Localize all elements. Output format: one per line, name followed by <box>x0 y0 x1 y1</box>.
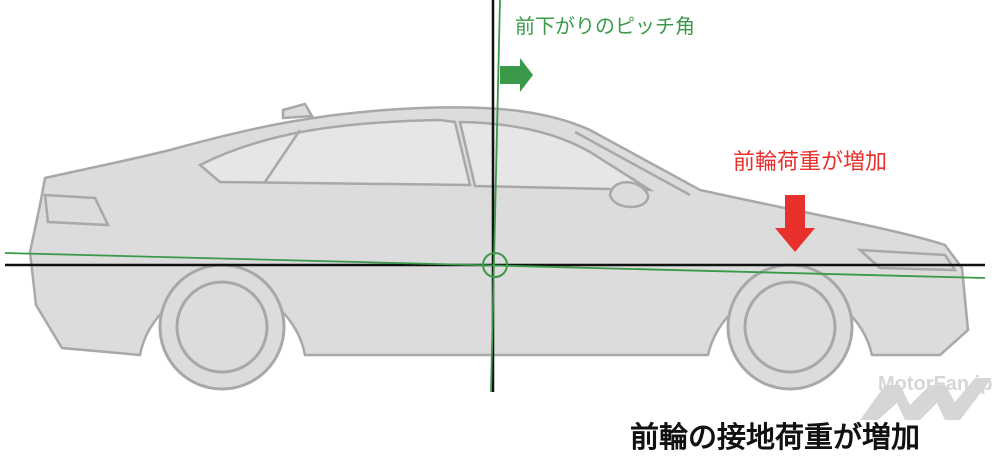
watermark-text: MotorFan.jp <box>878 373 993 395</box>
rear-wheel <box>158 263 286 391</box>
pitched-vertical-line <box>490 0 501 393</box>
center-of-gravity-icon <box>482 252 508 278</box>
pitched-horizontal-line <box>4 252 986 279</box>
pitch-angle-label: 前下がりのピッチ角 <box>515 14 695 38</box>
contact-load-caption: 前輪の接地荷重が増加 <box>630 420 921 454</box>
front-load-label: 前輪荷重が増加 <box>733 150 888 175</box>
watermark-logo <box>860 378 992 420</box>
pitch-arrow-icon <box>500 58 533 92</box>
load-down-arrow-icon <box>775 195 815 252</box>
front-wheel <box>726 263 854 391</box>
